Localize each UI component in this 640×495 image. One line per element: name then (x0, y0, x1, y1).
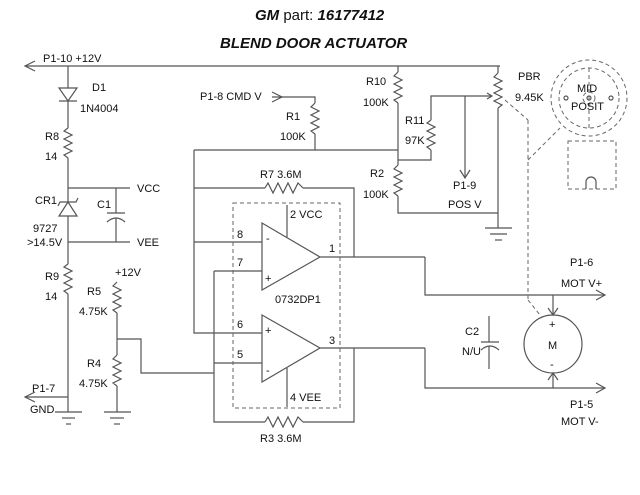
mot-vm-trace (424, 348, 605, 389)
label-mot-vm: MOT V- (561, 416, 599, 428)
label-r3: R3 3.6M (260, 433, 302, 445)
label-vee: VEE (137, 237, 159, 249)
pos-v-connector (459, 96, 471, 180)
label-p1-5: P1-5 (570, 399, 593, 411)
resistor-r2 (392, 164, 498, 214)
label-cr1-voltage: >14.5V (27, 237, 63, 249)
resistor-r1 (271, 91, 321, 150)
capacitor-c1 (106, 188, 126, 242)
mechanical-box (567, 140, 617, 190)
label-r2: R2 (370, 168, 384, 180)
label-p1-6: P1-6 (570, 257, 593, 269)
label-r8: R8 (45, 131, 59, 143)
label-mid: MID (577, 83, 597, 95)
pin7-wire (213, 271, 265, 423)
label-vcc-pin: 2 VCC (290, 209, 322, 221)
ic-package (232, 202, 341, 409)
label-p1-8: P1-8 CMD V (200, 91, 262, 103)
label-r4: R4 (87, 358, 101, 370)
label-pos-v: POS V (448, 199, 482, 211)
title-brand: GM part: 16177412 (255, 7, 385, 24)
label-pin8: 8 (237, 229, 243, 241)
mot-vp-arrow (595, 289, 607, 301)
resistor-r9 (62, 242, 74, 412)
opamp2-plus: + (265, 325, 271, 337)
zener-cr1 (57, 188, 79, 242)
resistor-r7 (194, 181, 355, 257)
label-d1: D1 (92, 82, 106, 94)
label-cr1: CR1 (35, 195, 57, 207)
label-p1-9: P1-9 (453, 180, 476, 192)
label-ic: 0732DP1 (275, 294, 321, 306)
label-p1-7: P1-7 (32, 383, 55, 395)
label-c2-value: N/U (462, 346, 481, 358)
resistor-r3 (264, 348, 355, 429)
gnd-connector (23, 391, 82, 425)
label-r1-value: 100K (280, 131, 306, 143)
resistor-r10 (392, 66, 404, 165)
divider-wire (117, 338, 214, 374)
mot-vp-trace (424, 257, 605, 296)
opamp1-minus: - (266, 233, 270, 245)
opamp-2 (261, 313, 425, 407)
label-mot-vp: MOT V+ (561, 278, 602, 290)
label-pin3: 3 (329, 335, 335, 347)
rail-12v (23, 60, 500, 72)
label-r9: R9 (45, 271, 59, 283)
opamp2-minus: - (266, 365, 270, 377)
label-d1-value: 1N4004 (80, 103, 119, 115)
label-c2: C2 (465, 326, 479, 338)
opamp-1 (261, 205, 425, 292)
label-r5-value: 4.75K (79, 306, 108, 318)
resistor-r8 (62, 127, 74, 188)
label-r5: R5 (87, 286, 101, 298)
pin6-wire (193, 150, 262, 334)
label-pbr-value: 9.45K (515, 92, 544, 104)
label-cr1-value: 9727 (33, 223, 57, 235)
label-r10: R10 (366, 76, 386, 88)
motor-plus: + (549, 319, 555, 331)
mot-vm-arrow (595, 382, 607, 394)
position-dial (550, 59, 628, 137)
label-r9-value: 14 (45, 291, 57, 303)
label-p1-10: P1-10 +12V (43, 53, 102, 65)
diode-d1 (57, 66, 79, 128)
motor (523, 295, 583, 388)
label-r10-value: 100K (363, 97, 389, 109)
label-vcc: VCC (137, 183, 160, 195)
label-vee-pin: 4 VEE (290, 392, 321, 404)
motor-minus: - (550, 359, 554, 371)
label-r1: R1 (286, 111, 300, 123)
label-r7: R7 3.6M (260, 169, 302, 181)
label-pin1: 1 (329, 243, 335, 255)
label-r4-value: 4.75K (79, 378, 108, 390)
title-subtitle: BLEND DOOR ACTUATOR (220, 35, 407, 52)
resistor-r4 (104, 354, 131, 425)
resistor-r11 (398, 92, 494, 161)
label-pbr: PBR (518, 71, 541, 83)
potentiometer-pbr (485, 66, 512, 241)
label-posit: POSIT (571, 101, 604, 113)
label-gnd: GND (30, 404, 55, 416)
label-c1: C1 (97, 199, 111, 211)
resistor-r5 (111, 281, 123, 355)
label-plus12: +12V (115, 267, 142, 279)
mechanical-linkage (504, 99, 561, 316)
label-r11: R11 (405, 115, 424, 127)
label-r2-value: 100K (363, 189, 389, 201)
motor-label: M (548, 340, 557, 352)
capacitor-c2 (480, 316, 500, 369)
opamp1-plus: + (265, 273, 271, 285)
label-r8-value: 14 (45, 151, 57, 163)
label-pin7: 7 (237, 257, 243, 269)
label-r11-value: 97K (405, 135, 425, 147)
label-pin5: 5 (237, 349, 243, 361)
label-pin6: 6 (237, 319, 243, 331)
